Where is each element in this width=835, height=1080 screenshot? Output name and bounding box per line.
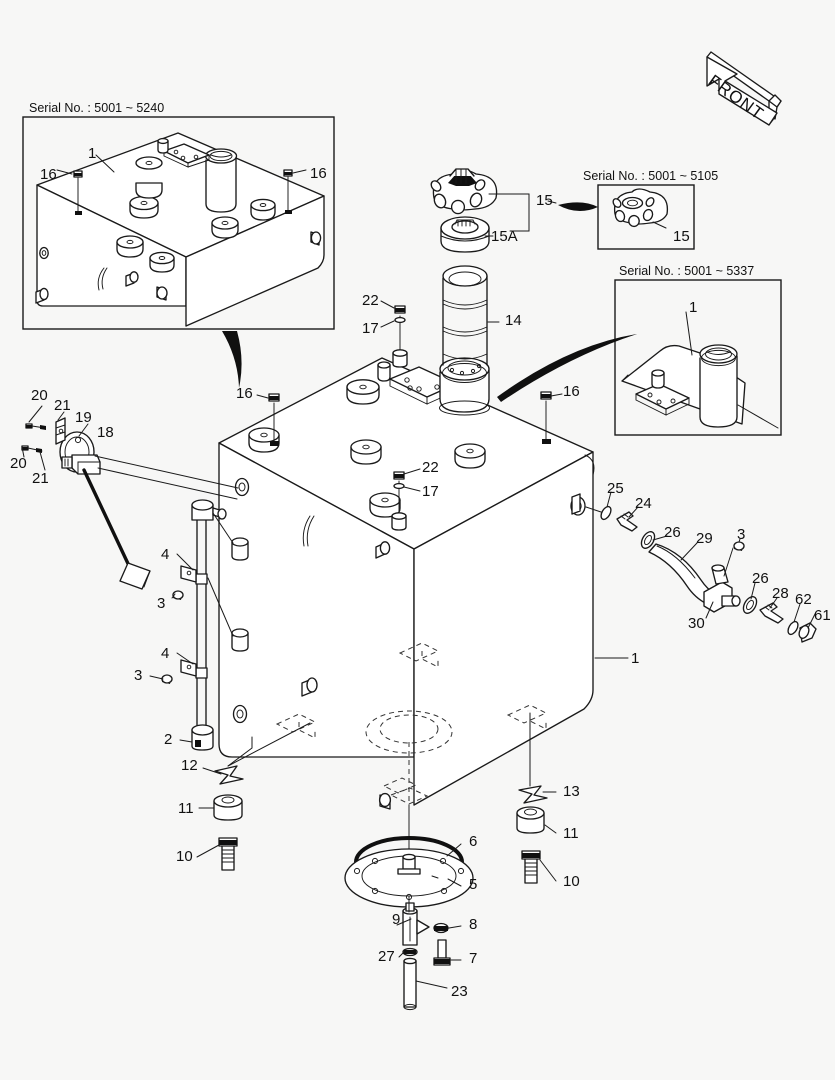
callout-14: 14 <box>505 312 522 329</box>
inset-top-left-box <box>22 116 335 330</box>
part-15-filler-cap <box>430 168 530 237</box>
part-14-strainer-tube <box>442 265 488 366</box>
callout-2: 2 <box>164 731 173 748</box>
callout-9: 9 <box>392 911 401 928</box>
callout-13: 13 <box>563 783 580 800</box>
callout-20-lower: 20 <box>10 455 27 472</box>
callout-24: 24 <box>635 495 652 512</box>
part-16-bolt-right <box>540 391 563 444</box>
inset-bolt-16-right <box>283 169 293 214</box>
callout-19: 19 <box>75 409 92 426</box>
callout-7: 7 <box>469 950 478 967</box>
callout-4-upper: 4 <box>161 546 170 563</box>
callout-11-left: 11 <box>178 800 194 817</box>
callout-16-left: 16 <box>236 385 253 402</box>
part-22-17-lower-fasteners <box>391 468 421 531</box>
part-18-gauge-sender <box>59 431 151 590</box>
bottom-right-mount-assembly <box>516 712 557 884</box>
bottom-left-mount-assembly <box>196 722 311 871</box>
inset-callout-15: 15 <box>673 228 690 245</box>
callout-17-lower: 17 <box>422 483 439 500</box>
callout-12: 12 <box>181 757 198 774</box>
callout-17-upper: 17 <box>362 320 379 337</box>
callout-23: 23 <box>451 983 468 1000</box>
swoosh-pointer-topleft <box>222 331 242 388</box>
inset-callout-16-right: 16 <box>310 165 327 182</box>
part-22-17-upper-fasteners <box>380 300 408 368</box>
callout-5: 5 <box>469 876 478 893</box>
callout-22-upper: 22 <box>362 292 379 309</box>
callout-61: 61 <box>814 607 831 624</box>
part-20-21-screws <box>21 405 89 471</box>
callout-8: 8 <box>469 916 478 933</box>
inset-serial-label-5337: Serial No. : 5001 ~ 5337 <box>619 264 755 278</box>
inset-mount-pads <box>116 156 276 273</box>
callout-3-lower: 3 <box>134 667 143 684</box>
inset-callout-16-left: 16 <box>40 166 57 183</box>
inset-callout-1-filler: 1 <box>689 299 698 316</box>
inset-serial-label-5240: Serial No. : 5001 ~ 5240 <box>29 101 165 115</box>
callout-28: 28 <box>772 585 789 602</box>
callout-3-hose: 3 <box>737 526 746 543</box>
tank-left-face-fittings <box>232 477 548 810</box>
callout-22-lower: 22 <box>422 459 439 476</box>
tank-right-face-fittings <box>570 493 586 516</box>
callout-1-tank: 1 <box>631 650 640 667</box>
swoosh-pointer-5337 <box>497 334 637 402</box>
inset-cap-15-illustration <box>612 188 669 229</box>
callout-18: 18 <box>97 424 114 441</box>
tank-top-mount-pads <box>248 379 486 518</box>
callout-21-lower: 21 <box>32 470 49 487</box>
fuel-tank-main-body <box>218 357 595 806</box>
tank-filler-neck-base <box>439 357 490 416</box>
right-hose-fitting-assembly <box>585 491 817 643</box>
inset-top-left-tank-illustration <box>35 132 325 327</box>
inset-right-upper-box <box>597 184 695 250</box>
callout-25: 25 <box>607 480 624 497</box>
callout-15: 15 <box>536 192 553 209</box>
callout-20-upper: 20 <box>31 387 48 404</box>
swoosh-pointer-5105 <box>558 202 598 212</box>
callout-11-right: 11 <box>563 825 579 842</box>
callout-4-lower: 4 <box>161 645 170 662</box>
inset-callout-1: 1 <box>88 145 97 162</box>
callout-10-right: 10 <box>563 873 580 890</box>
bottom-flange-assembly <box>344 804 474 1011</box>
callout-10-left: 10 <box>176 848 193 865</box>
inset-serial-label-5105: Serial No. : 5001 ~ 5105 <box>583 169 719 183</box>
part-16-bolt-left <box>256 393 280 446</box>
callout-21-upper: 21 <box>54 397 71 414</box>
part-15A-cap-ring <box>440 216 490 253</box>
inset-bolt-16-left <box>73 170 83 215</box>
sight-gauge-tube-assembly <box>149 499 249 751</box>
callout-15A: 15A <box>491 228 518 245</box>
inset-right-lower-box <box>614 279 782 436</box>
front-direction-arrow <box>706 51 782 126</box>
callout-3-upper: 3 <box>157 595 166 612</box>
inset-filler-1-illustration <box>621 311 779 429</box>
callout-30: 30 <box>688 615 705 632</box>
callout-26-upper: 26 <box>664 524 681 541</box>
callout-16-right: 16 <box>563 383 580 400</box>
callout-26-lower: 26 <box>752 570 769 587</box>
callout-29: 29 <box>696 530 713 547</box>
callout-6: 6 <box>469 833 478 850</box>
callout-27: 27 <box>378 948 395 965</box>
part-19-bracket <box>55 417 66 445</box>
callout-62: 62 <box>795 591 812 608</box>
